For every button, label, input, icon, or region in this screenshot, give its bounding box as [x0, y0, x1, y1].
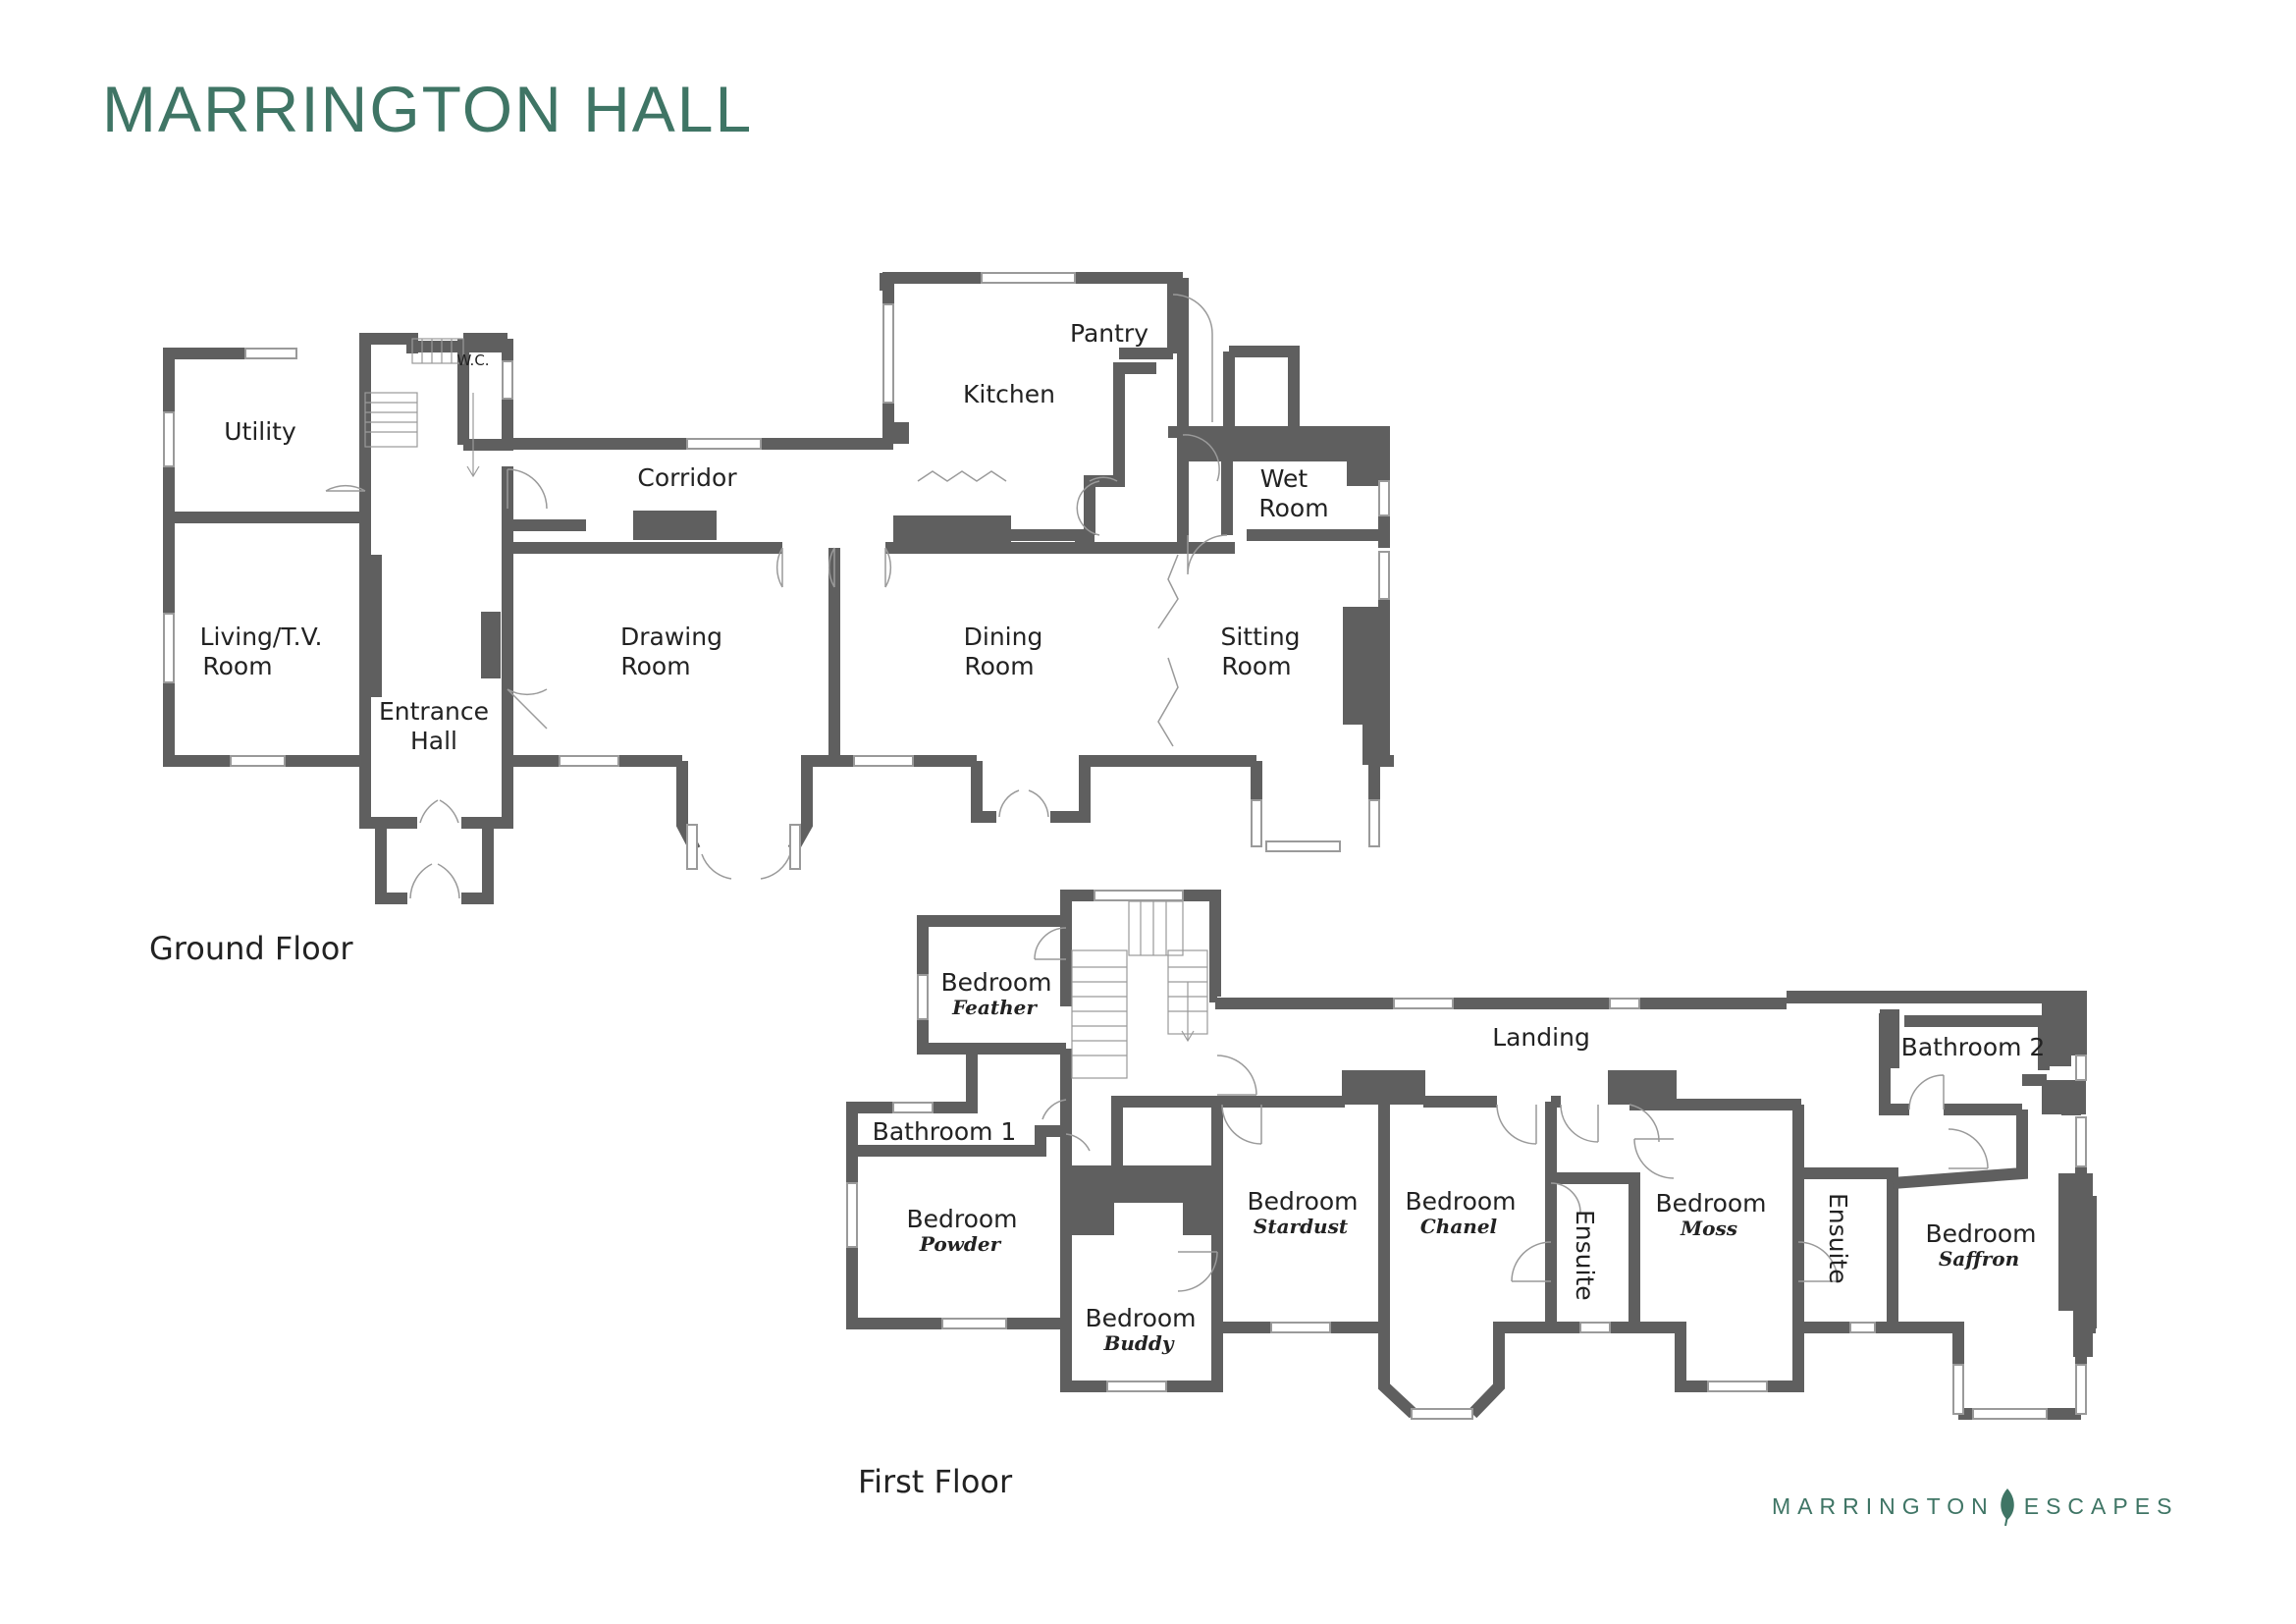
room-label-landing: Landing — [1492, 1023, 1590, 1052]
first-chimneys — [1065, 992, 2097, 1357]
ground-walls — [163, 272, 1394, 904]
room-label-bedroom-feather: Bedroom — [940, 968, 1051, 997]
room-name-moss: Moss — [1680, 1217, 1737, 1240]
room-label-bedroom-buddy: Bedroom — [1085, 1304, 1196, 1332]
room-label-wet-room-1: Wet — [1260, 464, 1308, 493]
first-floor-plan: Bedroom Feather Landing Bathroom 2 Bathr… — [846, 890, 2097, 1420]
room-label-utility: Utility — [224, 417, 296, 446]
ground-room-labels: Utility W.C. Corridor Pantry Kitchen Wet… — [200, 319, 1329, 755]
room-label-ensuite-2: Ensuite — [1824, 1193, 1852, 1284]
room-label-wc: W.C. — [456, 352, 489, 369]
room-label-kitchen: Kitchen — [963, 380, 1055, 408]
first-stairs — [1071, 900, 1208, 1079]
room-label-bedroom-powder: Bedroom — [906, 1205, 1017, 1233]
room-label-bedroom-stardust: Bedroom — [1247, 1187, 1358, 1216]
room-label-bedroom-moss: Bedroom — [1655, 1189, 1766, 1218]
room-label-corridor: Corridor — [637, 463, 737, 492]
ground-doors — [325, 294, 1228, 899]
ground-windows — [163, 272, 1390, 870]
room-label-bathroom-2: Bathroom 2 — [1901, 1033, 2046, 1061]
first-doors — [1034, 927, 1989, 1292]
brand-name-right: ESCAPES — [2023, 1492, 2179, 1519]
room-label-drawing-2: Room — [620, 652, 690, 680]
first-floor-label: First Floor — [858, 1463, 1013, 1500]
leaf-icon — [2001, 1489, 2014, 1526]
brand-logo: MARRINGTON ESCAPES — [1772, 1487, 2178, 1526]
room-label-drawing-1: Drawing — [620, 623, 722, 651]
room-label-entrance-2: Hall — [410, 727, 457, 755]
ground-chimneys — [360, 273, 1390, 765]
room-name-buddy: Buddy — [1102, 1331, 1174, 1355]
room-name-feather: Feather — [951, 996, 1038, 1019]
room-label-dining-1: Dining — [964, 623, 1043, 651]
brand-name-left: MARRINGTON — [1772, 1492, 1995, 1519]
room-label-pantry: Pantry — [1070, 319, 1148, 348]
room-label-wet-room-2: Room — [1258, 494, 1328, 522]
room-label-sitting-2: Room — [1221, 652, 1291, 680]
page-title: MARRINGTON HALL — [102, 73, 754, 145]
room-label-bathroom-1: Bathroom 1 — [873, 1117, 1017, 1146]
first-windows — [846, 890, 2087, 1420]
first-room-labels: Bedroom Feather Landing Bathroom 2 Bathr… — [873, 968, 2046, 1355]
room-label-bedroom-saffron: Bedroom — [1925, 1219, 2036, 1248]
room-label-dining-2: Room — [964, 652, 1034, 680]
room-label-living-1: Living/T.V. — [200, 623, 323, 651]
room-name-stardust: Stardust — [1254, 1215, 1349, 1238]
room-name-saffron: Saffron — [1939, 1247, 2019, 1271]
ground-floor-plan: Utility W.C. Corridor Pantry Kitchen Wet… — [163, 272, 1394, 904]
room-label-entrance-1: Entrance — [379, 697, 489, 726]
room-label-ensuite-1: Ensuite — [1571, 1210, 1599, 1301]
room-name-chanel: Chanel — [1420, 1215, 1498, 1238]
room-label-bedroom-chanel: Bedroom — [1405, 1187, 1516, 1216]
ground-floor-label: Ground Floor — [149, 930, 353, 967]
room-name-powder: Powder — [919, 1232, 1002, 1256]
room-label-living-2: Room — [202, 652, 272, 680]
ground-stairs — [364, 338, 480, 478]
room-label-sitting-1: Sitting — [1220, 623, 1300, 651]
